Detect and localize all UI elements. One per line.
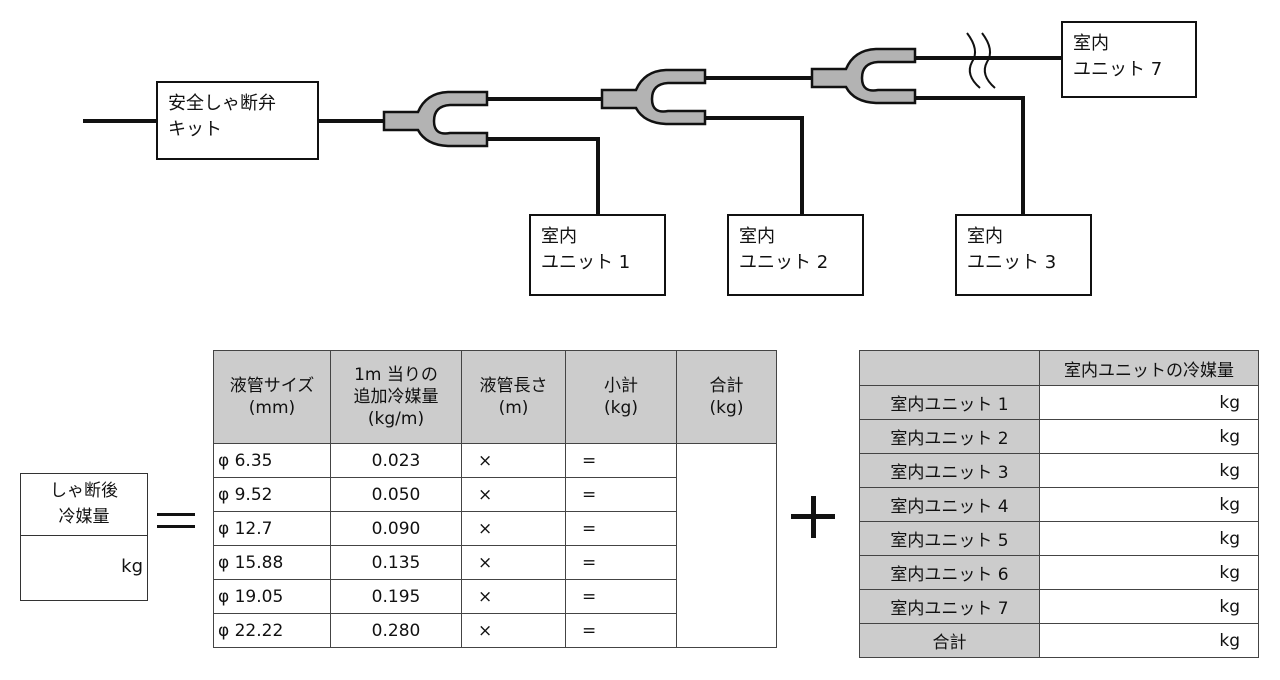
pipe-joint2-to-unit2 [705, 116, 804, 214]
equals-sign [157, 513, 195, 528]
unit-table-header-row: 室内ユニットの冷媒量 [859, 350, 1259, 386]
unit-box-line1: 室内 [967, 226, 1003, 247]
subtotal-input-cell[interactable]: = [565, 443, 677, 478]
unit-label-cell: 室内ユニット 3 [859, 453, 1040, 488]
pipe-size-cell: φ 22.22 [213, 613, 331, 648]
length-input-cell[interactable]: × [461, 545, 566, 580]
pipe-joint1-to-unit1 [487, 137, 600, 214]
unit-box-line1: 室内 [541, 226, 577, 247]
length-input-cell[interactable]: × [461, 511, 566, 546]
result-label: しゃ断後 冷媒量 [21, 474, 147, 536]
length-input-cell[interactable]: × [461, 579, 566, 614]
per-meter-cell: 0.195 [330, 579, 462, 614]
header-per-meter: 1m 当りの追加冷媒量(kg/m) [330, 350, 462, 444]
unit-value-cell[interactable]: kg [1039, 453, 1259, 488]
result-label-line2: 冷媒量 [58, 507, 110, 527]
length-input-cell[interactable]: × [461, 613, 566, 648]
unit-box-line2: ユニット 1 [541, 252, 631, 273]
header-total: 合計(kg) [676, 350, 777, 444]
subtotal-input-cell[interactable]: = [565, 613, 677, 648]
pipe-size-cell: φ 12.7 [213, 511, 331, 546]
unit-value-cell[interactable]: kg [1039, 589, 1259, 624]
subtotal-input-cell[interactable]: = [565, 545, 677, 580]
subtotal-input-cell[interactable]: = [565, 477, 677, 512]
pipe-size-cell: φ 19.05 [213, 579, 331, 614]
unit-value-cell[interactable]: kg [1039, 555, 1259, 590]
branch-joint-1-icon [382, 90, 489, 148]
unit-value-cell[interactable]: kg [1039, 487, 1259, 522]
piping-diagram [83, 32, 1062, 214]
per-meter-cell: 0.023 [330, 443, 462, 478]
result-value-field[interactable]: kg [21, 536, 147, 577]
header-unit-refrigerant: 室内ユニットの冷媒量 [1039, 350, 1259, 386]
break-mark-icon [966, 32, 996, 89]
unit-box-line1: 室内 [739, 226, 775, 247]
unit-label-cell: 合計 [859, 623, 1040, 658]
pipe-table-header-row: 液管サイズ(mm) 1m 当りの追加冷媒量(kg/m) 液管長さ(m) 小計(k… [213, 350, 777, 444]
header-pipe-size: 液管サイズ(mm) [213, 350, 331, 444]
unit-value-cell[interactable]: kg [1039, 419, 1259, 454]
unit-label-cell: 室内ユニット 5 [859, 521, 1040, 556]
per-meter-cell: 0.090 [330, 511, 462, 546]
unit-label-cell: 室内ユニット 2 [859, 419, 1040, 454]
per-meter-cell: 0.280 [330, 613, 462, 648]
unit-box-line2: ユニット 3 [967, 252, 1057, 273]
unit-value-cell[interactable]: kg [1039, 385, 1259, 420]
total-input-cell[interactable] [676, 443, 777, 648]
kit-box-line1: 安全しゃ断弁 [168, 93, 276, 114]
unit-box-line1: 室内 [1073, 33, 1109, 54]
per-meter-cell: 0.135 [330, 545, 462, 580]
indoor-unit-3-box: 室内 ユニット 3 [955, 214, 1092, 296]
subtotal-input-cell[interactable]: = [565, 579, 677, 614]
kit-box-line2: キット [168, 119, 222, 140]
length-input-cell[interactable]: × [461, 477, 566, 512]
plus-sign-vertical [811, 496, 816, 538]
unit-value-cell[interactable]: kg [1039, 521, 1259, 556]
indoor-unit-2-box: 室内 ユニット 2 [727, 214, 864, 296]
pipe-refrigerant-table: 液管サイズ(mm) 1m 当りの追加冷媒量(kg/m) 液管長さ(m) 小計(k… [213, 350, 777, 648]
indoor-unit-1-box: 室内 ユニット 1 [529, 214, 666, 296]
safety-valve-kit-box: 安全しゃ断弁 キット [156, 81, 319, 160]
unit-label-cell: 室内ユニット 1 [859, 385, 1040, 420]
unit-box-line2: ユニット 2 [739, 252, 829, 273]
unit-value-cell[interactable]: kg [1039, 623, 1259, 658]
result-unit: kg [121, 556, 143, 577]
unit-label-cell: 室内ユニット 4 [859, 487, 1040, 522]
unit-label-cell: 室内ユニット 6 [859, 555, 1040, 590]
pipe-size-cell: φ 6.35 [213, 443, 331, 478]
pipe-size-cell: φ 15.88 [213, 545, 331, 580]
header-subtotal: 小計(kg) [565, 350, 677, 444]
result-label-line1: しゃ断後 [50, 481, 118, 501]
branch-joint-2-icon [600, 68, 707, 126]
pipe-joint3-to-unit3 [915, 96, 1025, 214]
length-input-cell[interactable]: × [461, 443, 566, 478]
header-blank [859, 350, 1040, 386]
per-meter-cell: 0.050 [330, 477, 462, 512]
indoor-unit-7-box: 室内 ユニット 7 [1061, 21, 1197, 98]
subtotal-input-cell[interactable]: = [565, 511, 677, 546]
branch-joint-3-icon [810, 47, 917, 105]
refrigerant-after-shutoff-box: しゃ断後 冷媒量 kg [20, 473, 148, 601]
unit-box-line2: ユニット 7 [1073, 59, 1163, 80]
unit-label-cell: 室内ユニット 7 [859, 589, 1040, 624]
header-length: 液管長さ(m) [461, 350, 566, 444]
pipe-size-cell: φ 9.52 [213, 477, 331, 512]
